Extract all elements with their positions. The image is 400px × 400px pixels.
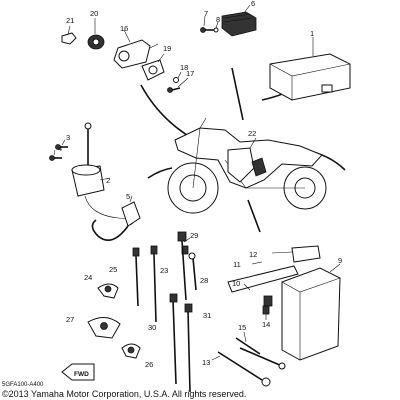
callout-9: 9 xyxy=(338,256,342,265)
callout-28: 28 xyxy=(200,276,208,285)
callout-7: 7 xyxy=(204,9,208,18)
part-6-rectifier xyxy=(221,4,257,37)
part-28-clamp xyxy=(188,252,197,291)
callout-numbers: 1 2 3 4 5 6 7 8 9 10 11 12 13 14 15 16 1… xyxy=(58,0,342,369)
part-4-screw xyxy=(49,149,62,161)
part-8-washer xyxy=(213,21,219,33)
drawing-code: 5GFA100-A400 xyxy=(2,382,44,388)
part-30-cable-tie xyxy=(169,293,178,385)
callout-22: 22 xyxy=(248,129,256,138)
part-13-terminal xyxy=(211,351,271,387)
callout-14: 14 xyxy=(262,320,270,329)
callout-10: 10 xyxy=(232,279,240,288)
callout-25: 25 xyxy=(109,265,117,274)
part-1-ecu xyxy=(269,37,351,101)
callout-3: 3 xyxy=(66,133,70,142)
callout-23: 23 xyxy=(160,266,168,275)
motorcycle-outline xyxy=(167,117,327,214)
callout-29: 29 xyxy=(190,231,198,240)
callout-2: 2 xyxy=(106,176,110,185)
part-18-washer xyxy=(173,71,182,83)
part-2-ignition-coil xyxy=(71,122,134,226)
part-19-relay xyxy=(141,53,165,81)
part-25-cable-tie xyxy=(132,247,140,307)
callout-6: 6 xyxy=(251,0,255,8)
callout-12: 12 xyxy=(249,250,257,259)
callout-31: 31 xyxy=(203,311,211,320)
part-17-screw xyxy=(167,77,189,93)
part-15-lead xyxy=(235,331,286,370)
callout-11: 11 xyxy=(233,260,241,269)
callout-13: 13 xyxy=(202,358,210,367)
callout-19: 19 xyxy=(163,44,171,53)
part-12-coupler xyxy=(271,245,321,263)
copyright-text: ©2013 Yamaha Motor Corporation, U.S.A. A… xyxy=(2,389,246,399)
fwd-arrow-icon: FWD xyxy=(61,363,95,381)
callout-1: 1 xyxy=(310,29,314,38)
part-21-key xyxy=(61,25,77,45)
part-20-switch-cap xyxy=(87,18,105,50)
part-11-indicator xyxy=(251,261,263,265)
part-9-battery-box xyxy=(281,263,341,361)
callout-20: 20 xyxy=(90,9,98,18)
callout-15: 15 xyxy=(238,323,246,332)
callout-16: 16 xyxy=(120,24,128,33)
part-27-clamp xyxy=(87,317,121,339)
callout-5: 5 xyxy=(126,192,130,201)
callout-26: 26 xyxy=(145,360,153,369)
part-31-cable-tie xyxy=(184,303,193,393)
part-26-clamp xyxy=(121,343,141,359)
callout-27: 27 xyxy=(66,315,74,324)
part-23-cable-tie xyxy=(150,245,158,323)
callout-18: 18 xyxy=(180,63,188,72)
part-7-bolt xyxy=(200,15,214,33)
part-5-plug-cap xyxy=(91,195,141,242)
part-24-clamp xyxy=(97,283,119,299)
callout-8: 8 xyxy=(216,15,220,24)
callout-4: 4 xyxy=(58,144,62,153)
callout-17: 17 xyxy=(186,69,194,78)
part-16-main-switch xyxy=(113,29,159,69)
callout-21: 21 xyxy=(66,16,74,25)
callout-30: 30 xyxy=(148,323,156,332)
fwd-label: FWD xyxy=(74,371,89,378)
part-29-cable-tie xyxy=(177,231,191,301)
part-14-bolt xyxy=(262,305,270,320)
part-3-bolt xyxy=(55,139,68,150)
callout-24: 24 xyxy=(84,273,92,282)
